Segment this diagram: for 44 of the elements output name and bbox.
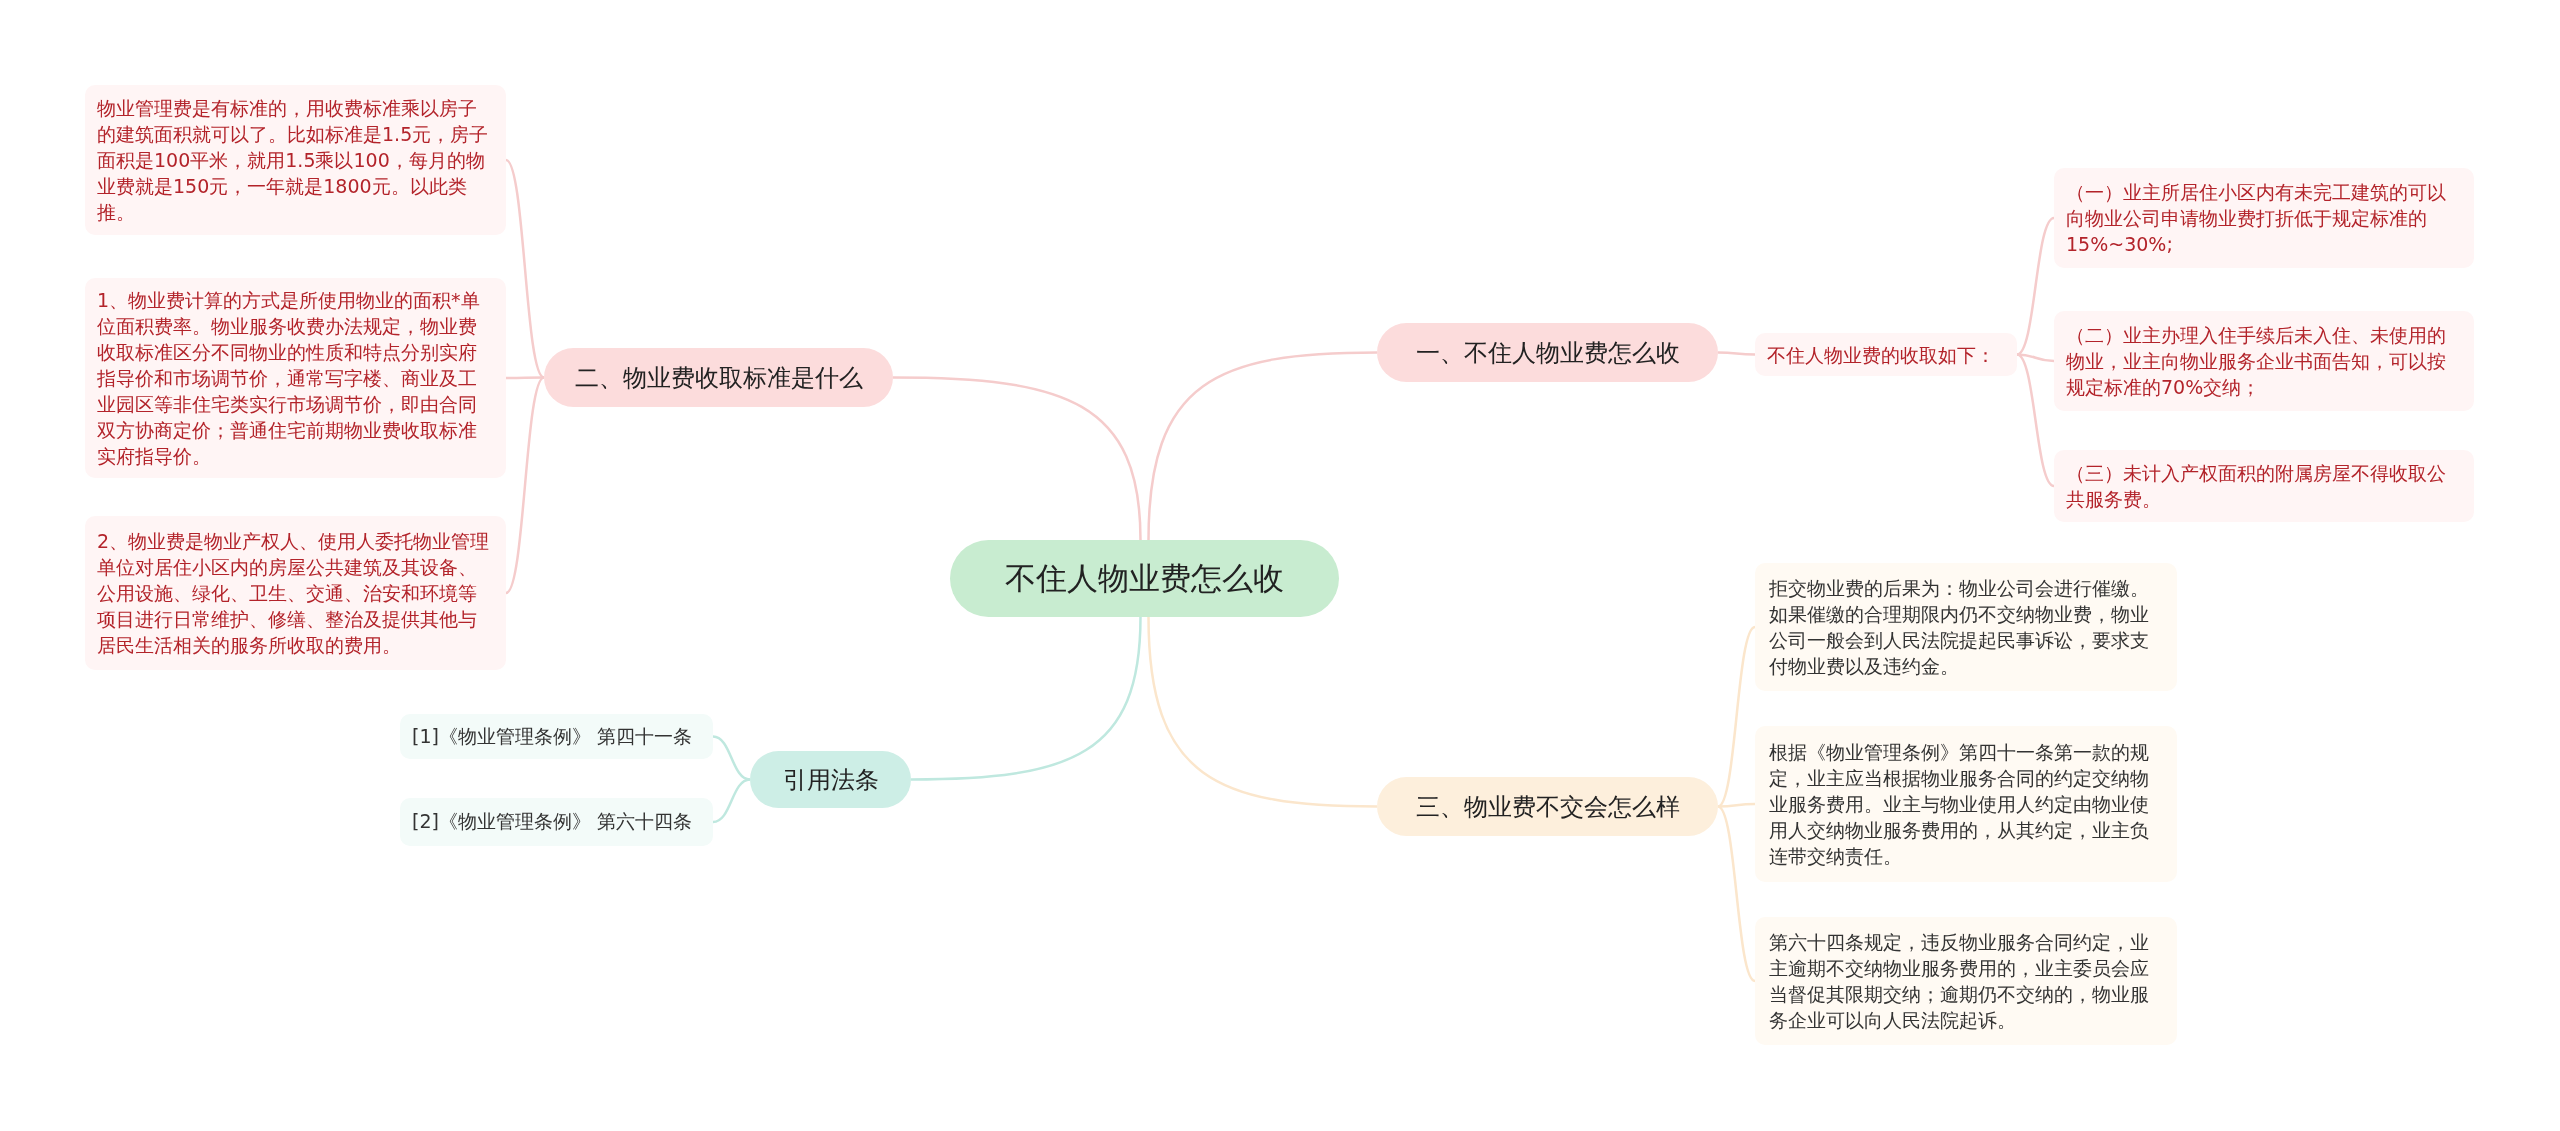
- connector: [712, 778, 751, 824]
- detail-card: [2054, 450, 2474, 522]
- node-text: 根据《物业管理条例》第四十一条第一款的规定，业主应当根据物业服务合同的约定交纳物业服务费用。业主与物业使用人约定由物业使用人交纳物业服务费用的，从其约定，业主负连带交纳责任。: [1769, 740, 2150, 869]
- node-text: [2]《物业管理条例》 第六十四条: [412, 809, 692, 834]
- node-text: 物业管理费是有标准的，用收费标准乘以房子的建筑面积就可以了。比如标准是1.5元，房子面积是100平米，就用1.5乘以100，每月的物业费就是150元，一年就是1800元。以此类推。: [97, 96, 490, 225]
- connector: [1718, 351, 1755, 356]
- node-text: （一）业主所居住小区内有未完工建筑的可以向物业公司申请物业费打折低于规定标准的15%~30%;: [2066, 180, 2447, 257]
- detail-card: [1755, 726, 2177, 882]
- detail-card: [2054, 168, 2474, 268]
- node-text: （三）未计入产权面积的附属房屋不得收取公共服务费。: [2066, 461, 2447, 512]
- detail-card: [1755, 917, 2177, 1045]
- node-text: 拒交物业费的后果为：物业公司会进行催缴。如果催缴的合理期限内仍不交纳物业费，物业公司一般会到人民法院提起民事诉讼，要求支付物业费以及违约金。: [1769, 576, 2150, 679]
- node-text: 1、物业费计算的方式是所使用物业的面积*单位面积费率。物业服务收费办法规定，物业费收取标准区分不同物业的性质和特点分别实府指导价和市场调节价，通常写字楼、商业及工业园区等非住宅类实行市场调节价，即由合同双方协商定价；普通住宅前期物业费收取标准实府指导价。: [97, 288, 481, 469]
- node-text: 2、物业费是物业产权人、使用人委托物业管理单位对居住小区内的房屋公共建筑及其设备、公用设施、绿化、卫生、交通、治安和环境等项目进行日常维护、修缮、整治及提供其他与居民生活相关的服务所收取的费用。: [97, 529, 491, 658]
- node-text: 一、不住人物业费怎么收: [1415, 337, 1680, 369]
- connector: [1147, 351, 1378, 541]
- node-text: （二）业主办理入住手续后未入住、未使用的物业，业主向物业服务企业书面告知，可以按规定标准的70%交纳；: [2066, 323, 2447, 400]
- connector: [1717, 805, 1756, 982]
- connector: [506, 376, 544, 380]
- detail-card: [85, 278, 506, 478]
- reference-card: [400, 798, 713, 846]
- connector: [1147, 616, 1378, 808]
- subtopic-text: [1755, 333, 2017, 376]
- node-text: 三、物业费不交会怎么样: [1415, 791, 1680, 823]
- detail-card: [85, 516, 506, 670]
- node-text: 第六十四条规定，违反物业服务合同约定，业主逾期不交纳物业服务费用的，业主委员会应当督促其限期交纳；逾期仍不交纳的，物业服务企业可以向人民法院起诉。: [1769, 930, 2150, 1033]
- connector: [2016, 353, 2055, 488]
- connector: [911, 616, 1142, 781]
- connector: [712, 735, 751, 781]
- detail-card: [1755, 563, 2177, 691]
- detail-card: [2054, 311, 2474, 411]
- branch-topic: [750, 751, 911, 808]
- reference-card: [400, 714, 713, 759]
- connector: [2016, 216, 2055, 356]
- node-text: 不住人物业费的收取如下：: [1767, 342, 1995, 368]
- connector: [505, 376, 545, 594]
- connector: [1717, 626, 1756, 808]
- connector: [505, 159, 545, 379]
- node-text: 引用法条: [782, 764, 879, 796]
- node-text: 不住人物业费怎么收: [1005, 558, 1284, 598]
- node-text: [1]《物业管理条例》 第四十一条: [412, 723, 692, 749]
- detail-card: [85, 85, 506, 235]
- node-text: 二、物业费收取标准是什么: [574, 362, 863, 394]
- connector: [893, 376, 1142, 541]
